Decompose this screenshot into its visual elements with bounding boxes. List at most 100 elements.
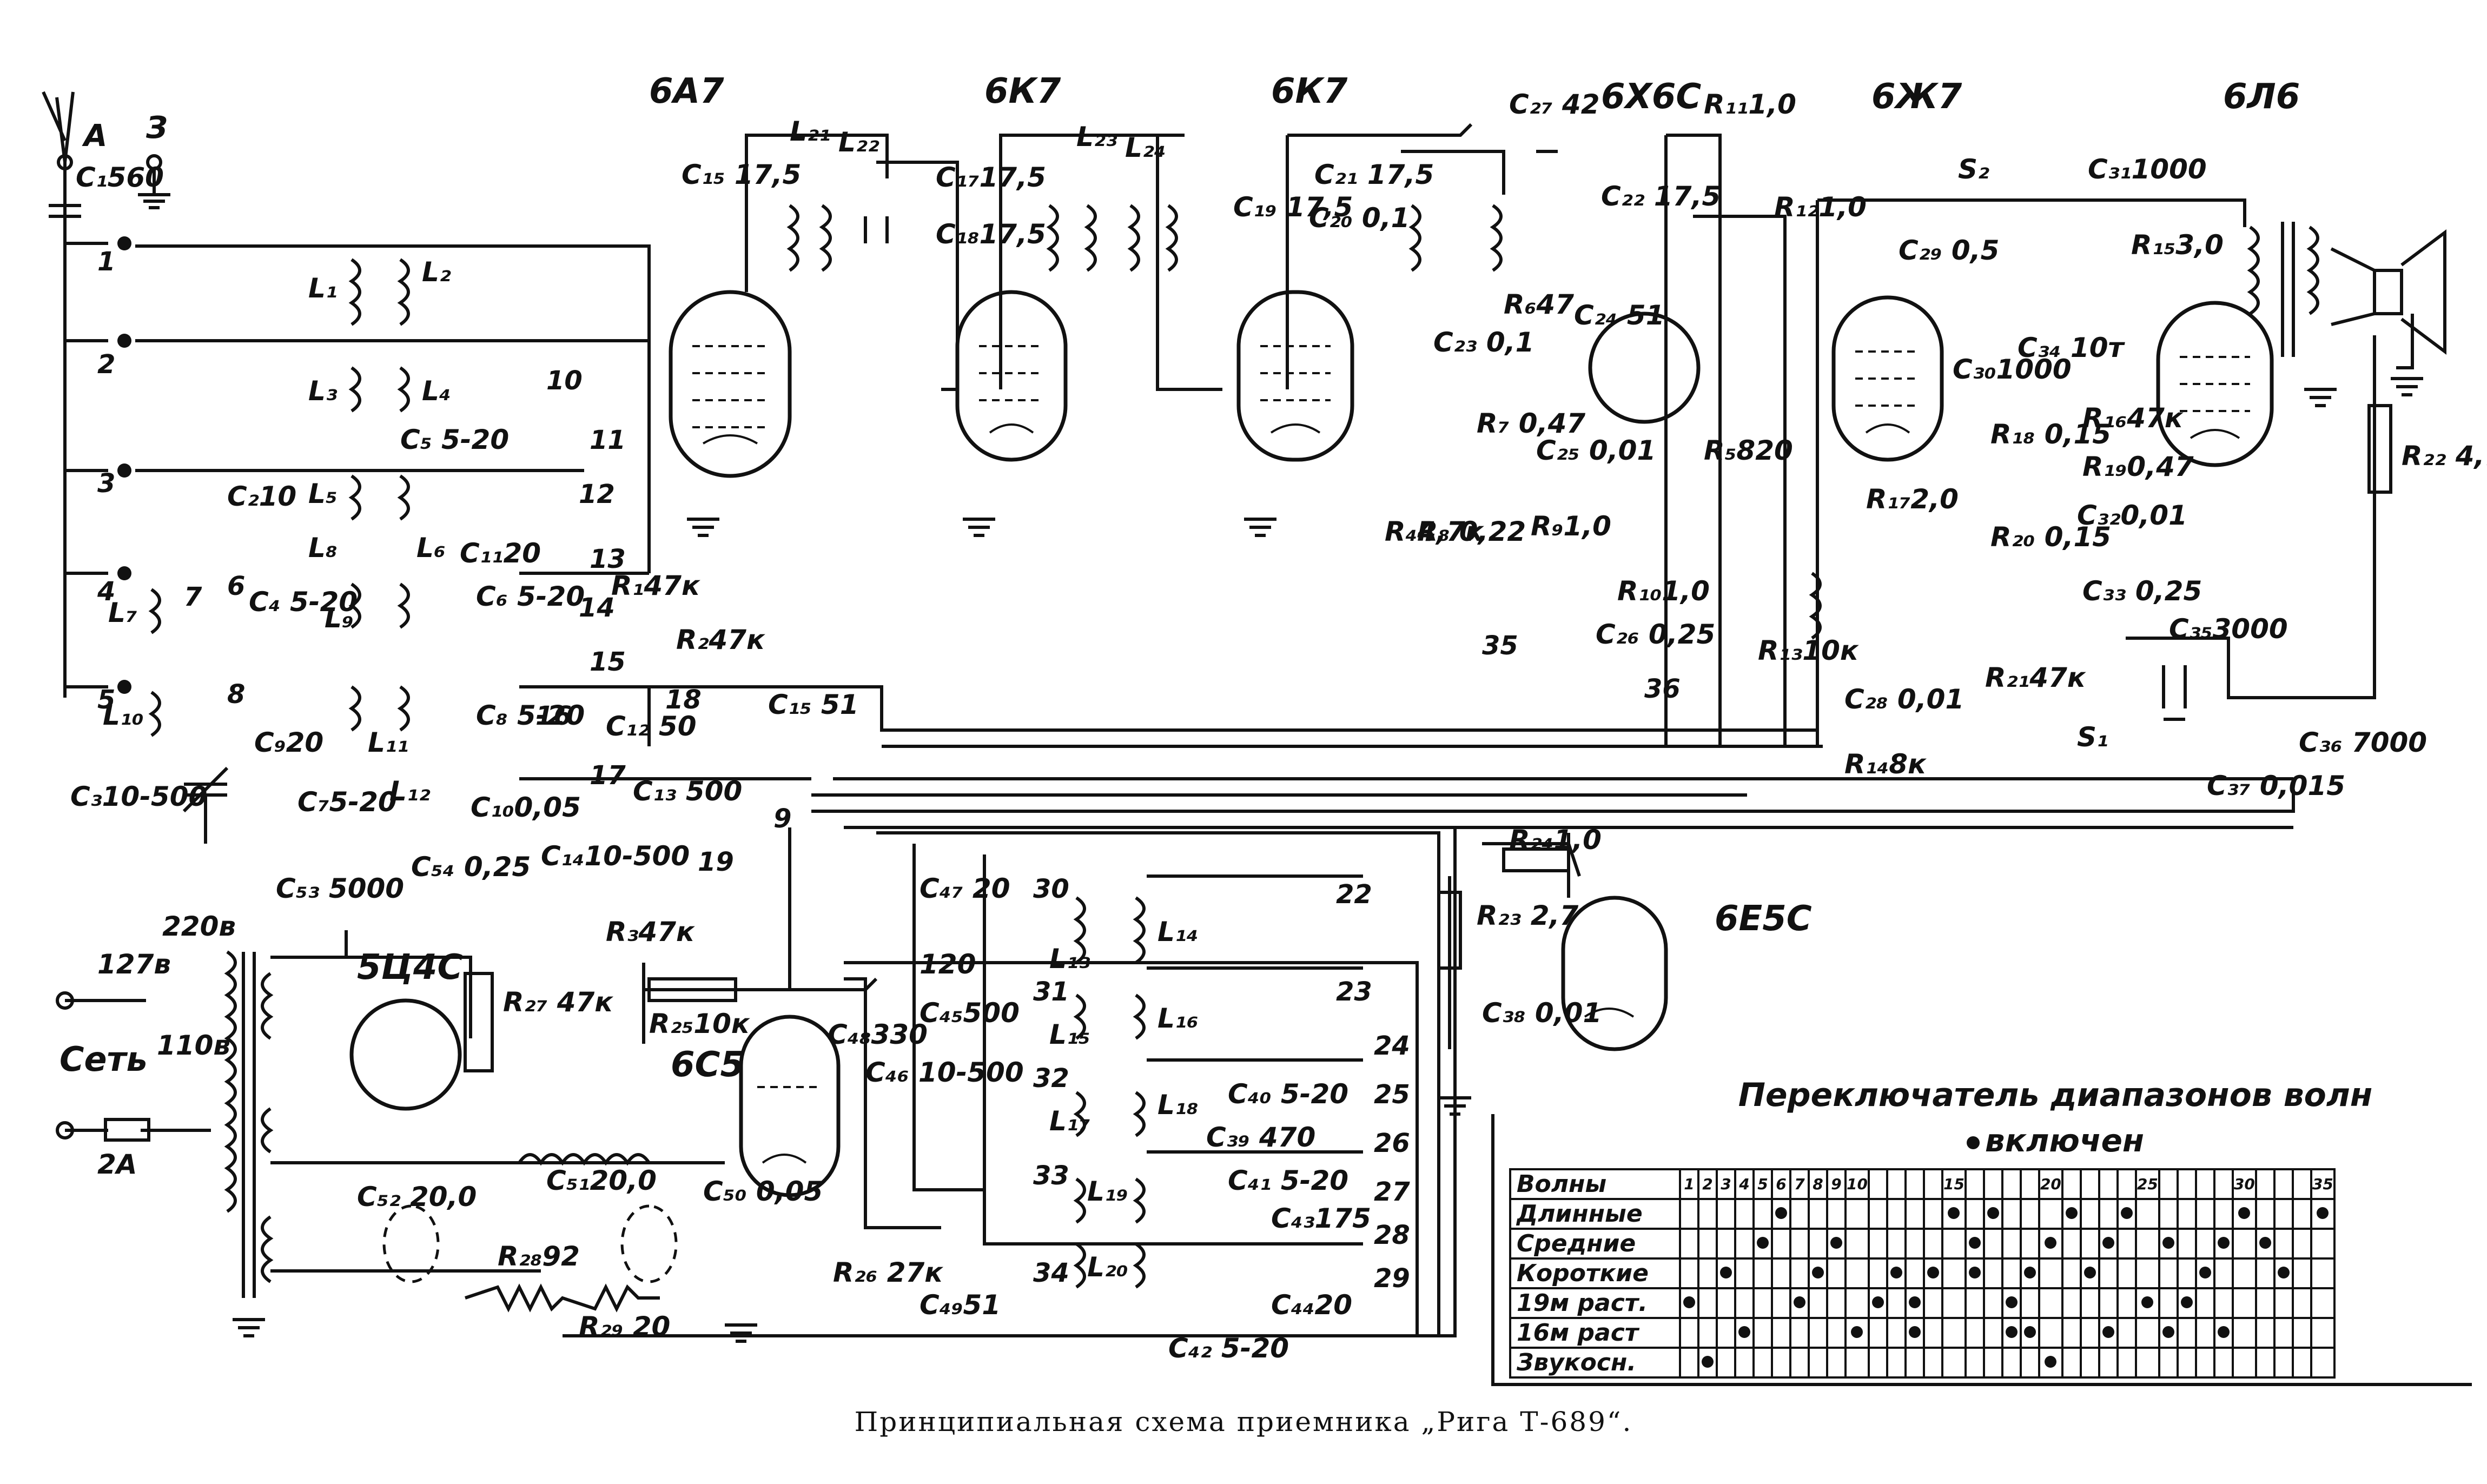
label-r24: R₂₄1,0 (1509, 824, 1602, 856)
label-mains: Сеть (59, 1039, 148, 1079)
label-r11: R₁₁1,0 (1704, 89, 1796, 120)
component-labels: А З C₁560 L₁ L₂ L₃ L₄ L₅ C₅ 5-20 C₁₁20 C… (59, 89, 2487, 1364)
label-c42: C₄₂ 5-20 (1168, 1333, 1289, 1364)
switch-on-dot (2120, 1207, 2133, 1219)
label-antenna: А (82, 118, 107, 154)
switch-contact-numbers: 1 2 3 4 5 6 7 8 9 10 11 12 13 14 15 16 1… (97, 247, 1681, 1294)
label-r17: R₁₇2,0 (1866, 483, 1959, 515)
band-cell (2158, 1198, 2179, 1230)
label-c38: C₃₈ 0,01 (1482, 997, 1602, 1029)
band-cell (1904, 1347, 1925, 1379)
band-cell (2001, 1198, 2022, 1230)
band-cell (2001, 1228, 2022, 1260)
band-cell (1808, 1228, 1828, 1260)
band-cell (1982, 1347, 2003, 1379)
label-110v: 110в (157, 1030, 230, 1061)
switch-on-dot (1794, 1296, 1805, 1308)
band-cell (1844, 1317, 1870, 1349)
band-cell (2134, 1347, 2160, 1379)
label-fuse: 2А (97, 1149, 137, 1180)
label-l11: L₁₁ (368, 727, 409, 758)
label-r23: R₂₃ 2,7 (1477, 900, 1578, 931)
band-cell (2001, 1317, 2022, 1349)
contact-6: 6 (227, 571, 245, 601)
tube-6a7-envelope (669, 290, 792, 478)
label-c49: C₄₉51 (920, 1289, 1001, 1321)
switch-on-dot (1968, 1267, 1981, 1278)
tube-label-6s5: 6С5 (671, 1045, 744, 1085)
label-c23: C₂₃ 0,1 (1433, 327, 1534, 358)
band-cell (1982, 1287, 2003, 1319)
band-cell (1886, 1257, 1907, 1289)
band-cell (2079, 1347, 2100, 1379)
band-cell (2061, 1228, 2082, 1260)
label-c25: C₂₅ 0,01 (1536, 435, 1656, 466)
switch-on-dot (1948, 1207, 1960, 1219)
band-cell (1771, 1317, 1791, 1349)
switch-on-dot (1757, 1237, 1769, 1249)
contact-12: 12 (579, 479, 615, 509)
contact-28: 28 (1374, 1220, 1410, 1250)
label-c17: C₁₇17,5 (936, 162, 1046, 193)
band-cell (1679, 1228, 1699, 1260)
band-table-col-number (2273, 1168, 2294, 1200)
band-cell (2158, 1257, 2179, 1289)
label-l6: L₆ (416, 532, 446, 564)
switch-on-dot (1890, 1267, 1902, 1278)
switch-on-dot (2141, 1296, 2154, 1308)
label-l1: L₁ (308, 273, 338, 304)
label-l8: L₈ (308, 532, 338, 564)
switch-on-dot (1908, 1326, 1921, 1338)
band-cell (1964, 1287, 1985, 1319)
band-table-col-number (1922, 1168, 1943, 1200)
band-table-col-number (2019, 1168, 2040, 1200)
contact-26: 26 (1374, 1128, 1410, 1158)
band-cell (1904, 1257, 1925, 1289)
switch-on-dot (2238, 1207, 2251, 1219)
switch-on-dot (2023, 1267, 2036, 1278)
label-s2: S₂ (1958, 154, 1989, 185)
band-cell (2176, 1287, 2197, 1319)
band-cell (1964, 1257, 1985, 1289)
band-cell (1808, 1287, 1828, 1319)
band-cell (1734, 1317, 1755, 1349)
band-cell (2116, 1228, 2137, 1260)
switch-on-dot (1775, 1207, 1787, 1219)
band-cell (2134, 1228, 2160, 1260)
contact-31: 31 (1033, 977, 1069, 1007)
band-cell (1771, 1347, 1791, 1379)
band-cell (2310, 1198, 2336, 1230)
label-c37: C₃₇ 0,015 (2207, 770, 2345, 801)
label-r15: R₁₅3,0 (2131, 229, 2224, 261)
band-table-col-number: 35 (2310, 1168, 2336, 1200)
contact-16: 16 (535, 701, 572, 731)
band-cell (1941, 1287, 1967, 1319)
label-c20: C₂₀ 0,1 (1309, 202, 1410, 234)
band-cell (1826, 1228, 1847, 1260)
band-cell (1734, 1287, 1755, 1319)
band-table-col-number: 15 (1941, 1168, 1967, 1200)
ground-symbols (233, 377, 2423, 1343)
band-cell (2019, 1228, 2040, 1260)
label-c12: C₁₂ 50 (606, 711, 696, 742)
band-cell (1904, 1198, 1925, 1230)
label-c26: C₂₆ 0,25 (1596, 619, 1715, 650)
band-cell (1697, 1317, 1718, 1349)
band-table-col-number (2116, 1168, 2137, 1200)
band-cell (2254, 1347, 2276, 1379)
band-table-col-number (1982, 1168, 2003, 1200)
band-table-col-number: 1 (1679, 1168, 1699, 1200)
band-cell (1964, 1347, 1985, 1379)
band-cell (1808, 1347, 1828, 1379)
band-cell (1922, 1228, 1943, 1260)
label-c36: C₃₆ 7000 (2299, 727, 2427, 758)
contact-19: 19 (698, 847, 734, 877)
band-table-row: 19м раст. (1509, 1287, 2336, 1319)
tube-6zh7-envelope (1831, 295, 1944, 462)
band-cell (1826, 1317, 1847, 1349)
label-c22: C₂₂ 17,5 (1601, 181, 1721, 212)
band-cell (1716, 1257, 1736, 1289)
band-cell (1886, 1198, 1907, 1230)
band-cell (1982, 1228, 2003, 1260)
